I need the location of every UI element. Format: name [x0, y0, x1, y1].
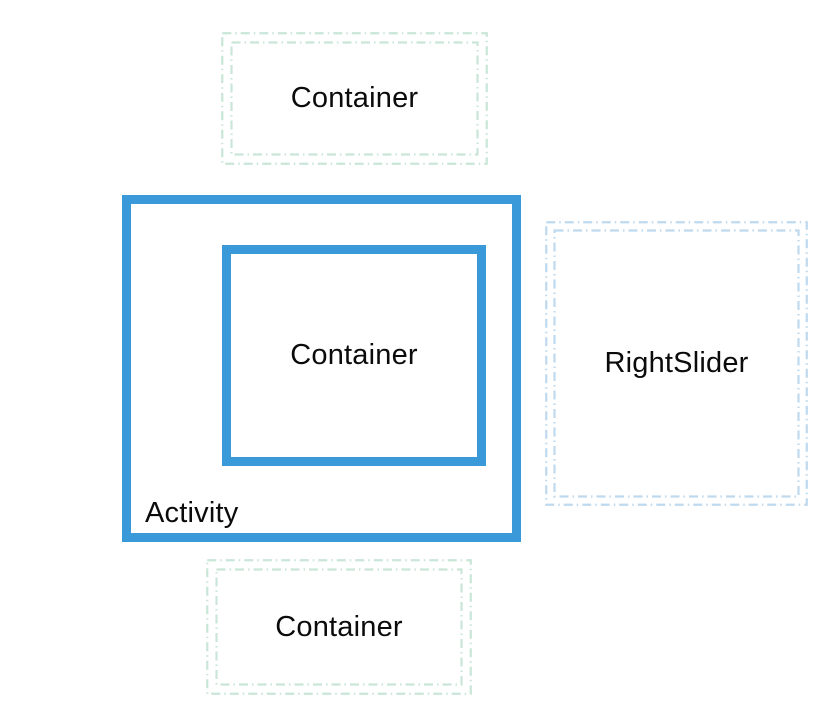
offscreen-bottom-container-box: Container — [206, 559, 472, 695]
right-slider-label: RightSlider — [604, 347, 749, 379]
offscreen-top-container-label: Container — [290, 82, 419, 114]
offscreen-bottom-container-label: Container — [275, 610, 403, 643]
activity-label: Activity — [145, 497, 239, 529]
offscreen-top-container-box: Container — [221, 32, 488, 165]
center-container-box: Container — [222, 245, 486, 466]
right-slider-box: RightSlider — [545, 221, 808, 506]
center-container-label: Container — [290, 339, 418, 371]
